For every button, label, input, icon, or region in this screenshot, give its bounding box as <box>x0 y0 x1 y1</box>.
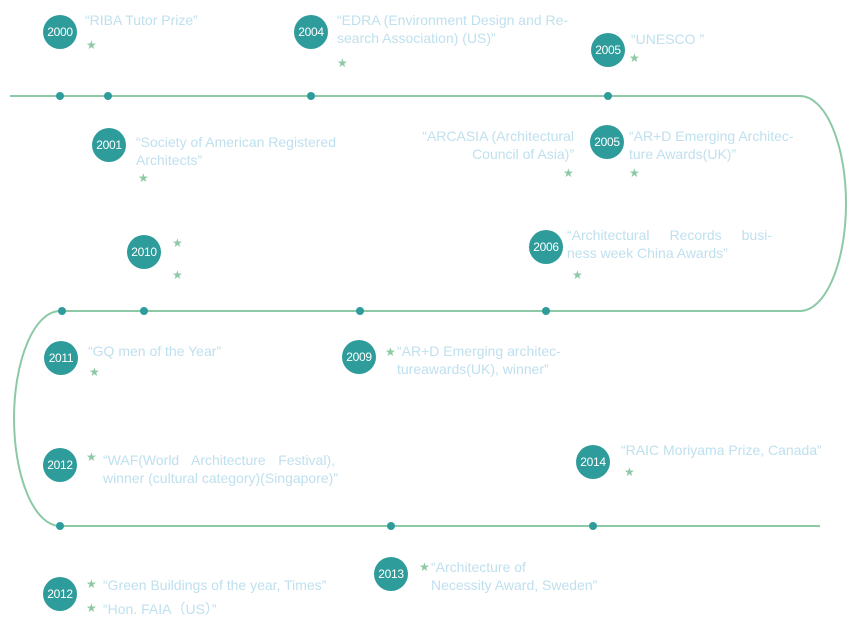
timeline-dot <box>58 307 66 315</box>
year-badge-2004: 2004 <box>294 15 328 49</box>
award-line: winner (cultural category)(Singapore)” <box>103 470 338 486</box>
star-icon: ★ <box>86 601 97 615</box>
year-badge-2012: 2012 <box>43 448 77 482</box>
award-line: ture Awards(UK)” <box>629 146 737 162</box>
award-text: “Green Buildings of the year, Times” <box>103 577 327 593</box>
timeline-dot <box>104 92 112 100</box>
star-icon: ★ <box>89 365 100 379</box>
year-badge-2010: 2010 <box>127 235 161 269</box>
year-badge-2001: 2001 <box>92 128 126 162</box>
award-line: search Association) (US)” <box>337 30 496 46</box>
year-badge-2012b: 2012 <box>43 577 77 611</box>
timeline-dot <box>140 307 148 315</box>
year-badge-2005: 2005 <box>591 33 625 67</box>
award-text: “WAF(World Architecture Festival), winne… <box>103 451 338 487</box>
award-line: “WAF(World Architecture Festival), <box>103 452 335 468</box>
star-icon: ★ <box>86 577 97 591</box>
year-badge-2013: 2013 <box>374 557 408 591</box>
star-icon: ★ <box>86 38 97 52</box>
star-icon: ★ <box>419 560 430 574</box>
star-icon: ★ <box>86 450 97 464</box>
timeline-dot <box>56 92 64 100</box>
timeline-dot <box>387 522 395 530</box>
year-badge-2009: 2009 <box>342 340 376 374</box>
star-icon: ★ <box>572 268 583 282</box>
award-text: “Architectural Records busi- ness week C… <box>567 226 772 262</box>
award-text: “Architecture of Necessity Award, Sweden… <box>431 558 597 594</box>
award-line: Council of Asia)” <box>472 146 574 162</box>
star-icon: ★ <box>629 51 640 65</box>
timeline-dot <box>356 307 364 315</box>
star-icon: ★ <box>172 236 183 250</box>
award-text: “RAIC Moriyama Prize, Canada” <box>621 442 822 458</box>
award-text: “AR+D Emerging architec- tureawards(UK),… <box>397 342 561 378</box>
award-text: “AR+D Emerging Architec- ture Awards(UK)… <box>629 127 794 163</box>
star-icon: ★ <box>172 268 183 282</box>
award-line: “Society of American Registered <box>136 134 336 150</box>
star-icon: ★ <box>624 465 635 479</box>
timeline-dot <box>56 522 64 530</box>
star-icon: ★ <box>138 171 149 185</box>
year-badge-2014: 2014 <box>576 445 610 479</box>
award-line: Architects” <box>136 152 203 168</box>
timeline-dot <box>542 307 550 315</box>
award-text: “GQ men of the Year” <box>88 343 222 359</box>
award-line: “ARCASIA (Architectural <box>422 128 574 144</box>
star-icon: ★ <box>629 166 640 180</box>
award-line: ness week China Awards” <box>567 245 728 261</box>
star-icon: ★ <box>337 56 348 70</box>
award-text: “UNESCO ” <box>631 31 705 47</box>
timeline-dot <box>589 522 597 530</box>
timeline-path <box>10 95 847 527</box>
timeline-dot <box>307 92 315 100</box>
timeline-dot <box>604 92 612 100</box>
year-badge-2005b: 2005 <box>590 125 624 159</box>
award-line: “Architectural Records busi- <box>567 227 772 243</box>
award-line: “Architecture of <box>431 559 526 575</box>
award-text: “ARCASIA (Architectural Council of Asia)… <box>400 127 574 163</box>
year-badge-2006: 2006 <box>529 230 563 264</box>
award-line: “EDRA (Environment Design and Re- <box>337 12 569 28</box>
award-text: “RIBA Tutor Prize” <box>85 12 198 28</box>
award-line: “AR+D Emerging architec- <box>397 343 561 359</box>
year-badge-2000: 2000 <box>43 15 77 49</box>
award-text: “Society of American Registered Architec… <box>136 133 336 169</box>
award-line: Necessity Award, Sweden” <box>431 577 598 593</box>
award-text: “EDRA (Environment Design and Re- search… <box>337 11 568 47</box>
award-line: tureawards(UK), winner” <box>397 361 549 377</box>
star-icon: ★ <box>563 166 574 180</box>
year-badge-2011: 2011 <box>44 341 78 375</box>
star-icon: ★ <box>385 345 396 359</box>
award-text: “Hon. FAIA（US）” <box>103 601 217 617</box>
award-line: “AR+D Emerging Architec- <box>629 128 794 144</box>
